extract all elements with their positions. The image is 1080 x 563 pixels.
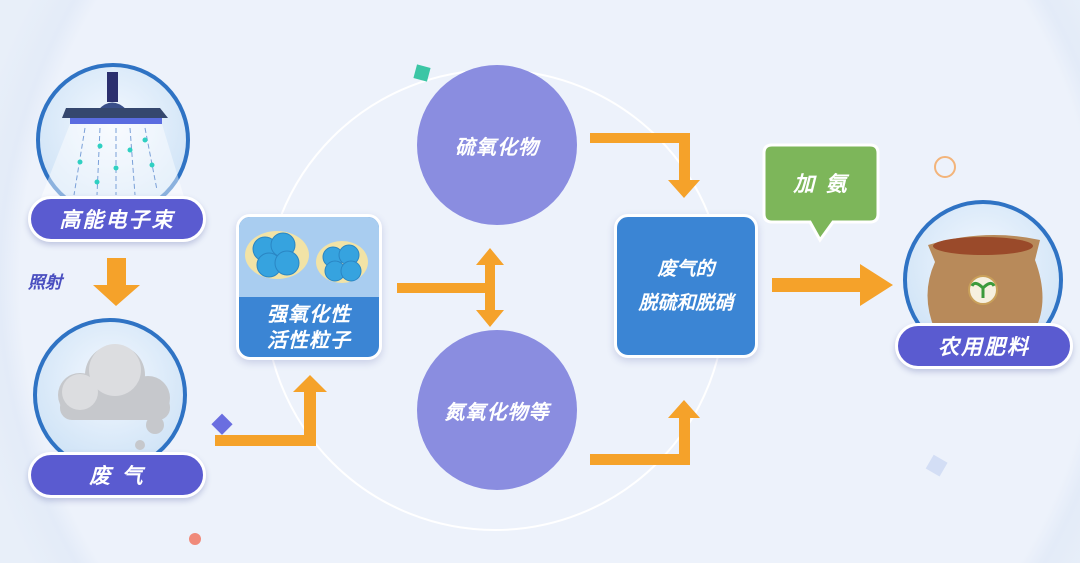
add-ammonia-label: 加 氨	[793, 172, 849, 196]
sulfur-oxides-node: 硫氧化物	[417, 65, 577, 225]
active-particles-box: 强氧化性 活性粒子	[236, 214, 382, 360]
irradiate-arrow	[93, 258, 140, 306]
nitrogen-to-process-arrow	[590, 400, 700, 465]
fertilizer-bag-icon	[903, 200, 1063, 360]
sulfur-to-process-arrow	[590, 133, 700, 198]
gas-to-particles-arrow	[215, 375, 327, 446]
electron-beam-label: 高能电子束	[28, 196, 206, 242]
desulfurization-box: 废气的 脱硫和脱硝	[614, 214, 758, 358]
particles-line-1: 强氧化性	[267, 302, 351, 326]
diamond-decoration	[211, 413, 233, 435]
ammonia-bubble	[762, 143, 880, 243]
irradiate-label: 照射	[28, 273, 62, 293]
electron-beam-icon	[36, 63, 190, 217]
teal-square-decoration	[413, 64, 431, 82]
particles-to-split-arrow	[397, 283, 485, 293]
particles-icon	[239, 217, 379, 297]
process-line-1: 废气的	[657, 258, 715, 280]
nitrogen-oxides-node: 氮氧化物等	[417, 330, 577, 490]
flow-arrows	[93, 133, 893, 465]
process-to-fertilizer-arrow	[772, 264, 893, 306]
diamond-decoration	[925, 454, 948, 477]
particles-line-2: 活性粒子	[267, 328, 351, 352]
ring-decoration	[934, 156, 956, 178]
waste-gas-label: 废 气	[28, 452, 206, 498]
split-double-arrow	[476, 248, 504, 327]
dot-decoration	[189, 533, 201, 545]
process-line-2: 脱硫和脱硝	[638, 292, 734, 314]
fertilizer-label: 农用肥料	[895, 323, 1073, 369]
waste-gas-cloud-icon	[33, 318, 187, 472]
